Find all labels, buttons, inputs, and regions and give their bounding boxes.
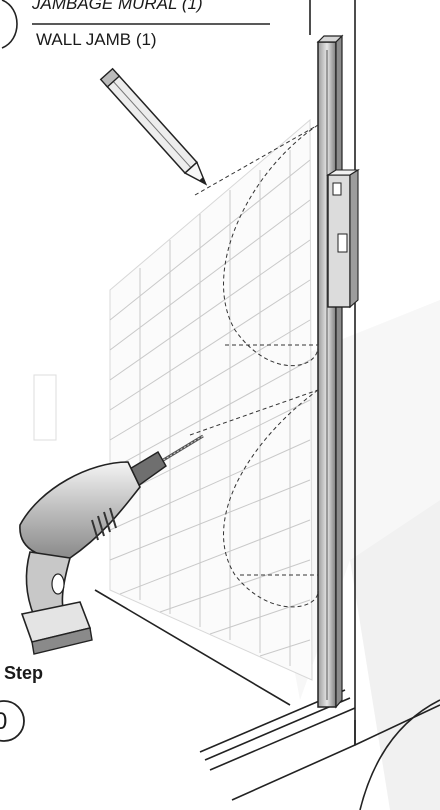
tile-wall xyxy=(110,120,312,680)
pencil-icon xyxy=(101,69,213,191)
step-label: / Step xyxy=(0,663,43,684)
part-name-french: JAMBAGE MURAL (1) xyxy=(32,0,203,14)
part-name-english: WALL JAMB (1) xyxy=(36,30,157,50)
level-icon xyxy=(328,170,358,307)
wall-jamb xyxy=(318,36,342,707)
wall-outlet-shadow xyxy=(34,375,56,440)
step-number: 0 xyxy=(0,708,7,736)
